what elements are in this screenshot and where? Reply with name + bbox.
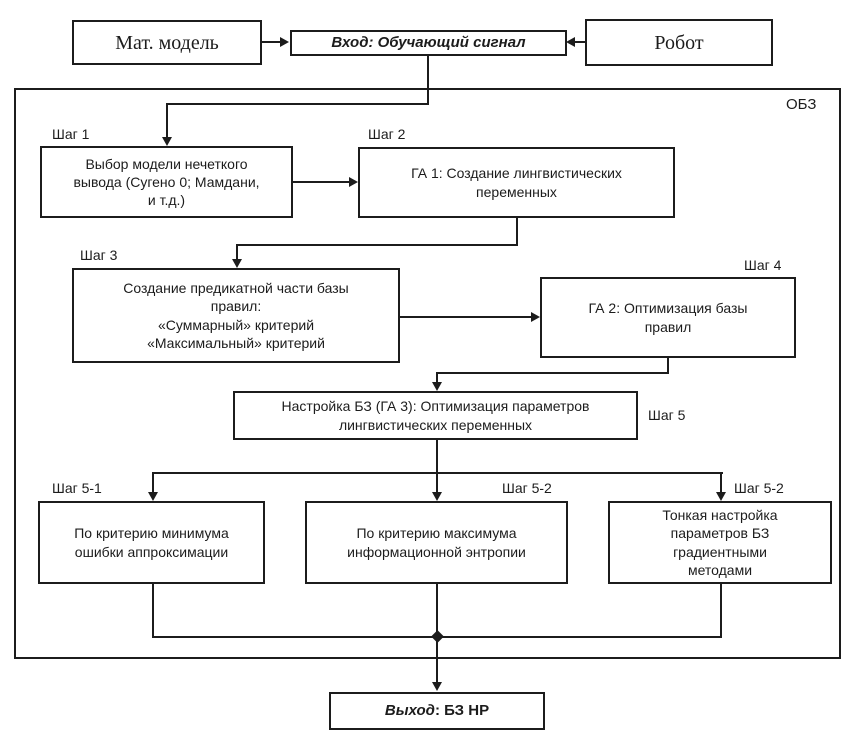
connector-matmodel-input-line bbox=[262, 41, 283, 43]
connector-step2-step3-seg3 bbox=[236, 244, 238, 260]
step5-label: Шаг 5 bbox=[648, 407, 686, 423]
node-step1-line: и т.д.) bbox=[147, 192, 186, 209]
node-step3-line: «Суммарный» критерий bbox=[157, 316, 315, 333]
step4-label: Шаг 4 bbox=[744, 257, 782, 273]
node-step2-line: ГА 1: Создание лингвистических bbox=[411, 165, 622, 182]
node-input-signal: Вход: Обучающий сигнал bbox=[290, 30, 567, 56]
connector-input-step1-seg1 bbox=[427, 55, 429, 105]
step2-label: Шаг 2 bbox=[368, 126, 406, 142]
connector-merge-left-bar bbox=[152, 636, 438, 638]
connector-step1-step2-line bbox=[293, 181, 350, 183]
connector-input-step1-seg2 bbox=[166, 103, 429, 105]
connector-step2-step3-arrowhead bbox=[232, 259, 242, 268]
connector-step3-step4-line bbox=[400, 316, 532, 318]
connector-output-arrowhead bbox=[432, 682, 442, 691]
node-step4-line: правил bbox=[644, 318, 692, 335]
node-step3-line: Создание предикатной части базы bbox=[123, 280, 349, 297]
node-step5: Настройка БЗ (ГА 3): Оптимизация парамет… bbox=[233, 391, 638, 440]
connector-step4-step5-arrowhead bbox=[432, 382, 442, 391]
step5-2a-label: Шаг 5-2 bbox=[502, 480, 552, 496]
node-mat-model: Мат. модель bbox=[72, 20, 262, 65]
obz-container-label: ОБЗ bbox=[786, 96, 817, 113]
node-step5-1-line: ошибки аппроксимации bbox=[74, 543, 229, 560]
node-step5-2a: По критерию максимума информационной энт… bbox=[305, 501, 568, 584]
connector-step4-step5-seg2 bbox=[436, 372, 669, 374]
connector-split-mid-drop bbox=[436, 472, 438, 493]
node-step5-1-line: По критерию минимума bbox=[74, 525, 229, 542]
connector-input-step1-seg3 bbox=[166, 103, 168, 138]
node-step5-2b-line: Тонкая настройка bbox=[662, 507, 778, 524]
node-step5-2b-line: градиентными bbox=[673, 543, 767, 560]
connector-merge-right-bar bbox=[437, 636, 722, 638]
step5-2b-label: Шаг 5-2 bbox=[734, 480, 784, 496]
node-step3-line: «Максимальный» критерий bbox=[147, 334, 325, 351]
connector-step1-step2-arrowhead bbox=[349, 177, 358, 187]
node-step5-1: По критерию минимума ошибки аппроксимаци… bbox=[38, 501, 265, 584]
connector-split-mid-arrowhead bbox=[432, 492, 442, 501]
node-step5-line: лингвистических переменных bbox=[338, 416, 533, 433]
connector-split-left-arrowhead bbox=[148, 492, 158, 501]
step1-label: Шаг 1 bbox=[52, 126, 90, 142]
node-step5-2a-line: информационной энтропии bbox=[347, 543, 526, 560]
connector-step4-step5-seg1 bbox=[667, 358, 669, 374]
node-step3-line: правил: bbox=[210, 298, 262, 315]
connector-merge-left-drop bbox=[152, 584, 154, 638]
connector-robot-input-arrowhead bbox=[566, 37, 575, 47]
connector-step3-step4-arrowhead bbox=[531, 312, 540, 322]
step3-label: Шаг 3 bbox=[80, 247, 118, 263]
node-robot: Робот bbox=[585, 19, 773, 66]
connector-input-step1-arrowhead bbox=[162, 137, 172, 146]
node-step1-line: Выбор модели нечеткого bbox=[85, 155, 248, 172]
node-step4-line: ГА 2: Оптимизация базы bbox=[588, 300, 748, 317]
node-step2: ГА 1: Создание лингвистических переменны… bbox=[358, 147, 675, 218]
node-step5-line: Настройка БЗ (ГА 3): Оптимизация парамет… bbox=[281, 398, 590, 415]
node-step4: ГА 2: Оптимизация базы правил bbox=[540, 277, 796, 358]
connector-split-right-arrowhead bbox=[716, 492, 726, 501]
node-output-rest: : БЗ НР bbox=[434, 702, 490, 720]
node-step3: Создание предикатной части базы правил: … bbox=[72, 268, 400, 363]
connector-step2-step3-seg1 bbox=[516, 218, 518, 246]
node-mat-model-label: Мат. модель bbox=[115, 31, 219, 54]
node-output: Выход : БЗ НР bbox=[329, 692, 545, 730]
connector-split-right-drop bbox=[720, 472, 722, 493]
node-step5-2b-line: методами bbox=[687, 561, 753, 578]
node-step5-2a-line: По критерию максимума bbox=[356, 525, 517, 542]
connector-merge-right-drop bbox=[720, 584, 722, 638]
connector-robot-input-line bbox=[575, 41, 586, 43]
node-input-label: Вход: Обучающий сигнал bbox=[331, 34, 526, 52]
node-step1: Выбор модели нечеткого вывода (Сугено 0;… bbox=[40, 146, 293, 218]
node-robot-label: Робот bbox=[654, 31, 704, 54]
step5-1-label: Шаг 5-1 bbox=[52, 480, 102, 496]
node-output-prefix: Выход bbox=[384, 702, 435, 720]
connector-split-left-drop bbox=[152, 472, 154, 493]
connector-matmodel-input-arrowhead bbox=[280, 37, 289, 47]
node-step5-2b-line: параметров БЗ bbox=[670, 525, 770, 542]
connector-step5-split-stem bbox=[436, 440, 438, 474]
node-step2-line: переменных bbox=[476, 183, 557, 200]
node-step5-2b: Тонкая настройка параметров БЗ градиентн… bbox=[608, 501, 832, 584]
connector-step4-step5-seg3 bbox=[436, 372, 438, 384]
connector-step2-step3-seg2 bbox=[236, 244, 518, 246]
node-step1-line: вывода (Сугено 0; Мамдани, bbox=[73, 173, 260, 190]
